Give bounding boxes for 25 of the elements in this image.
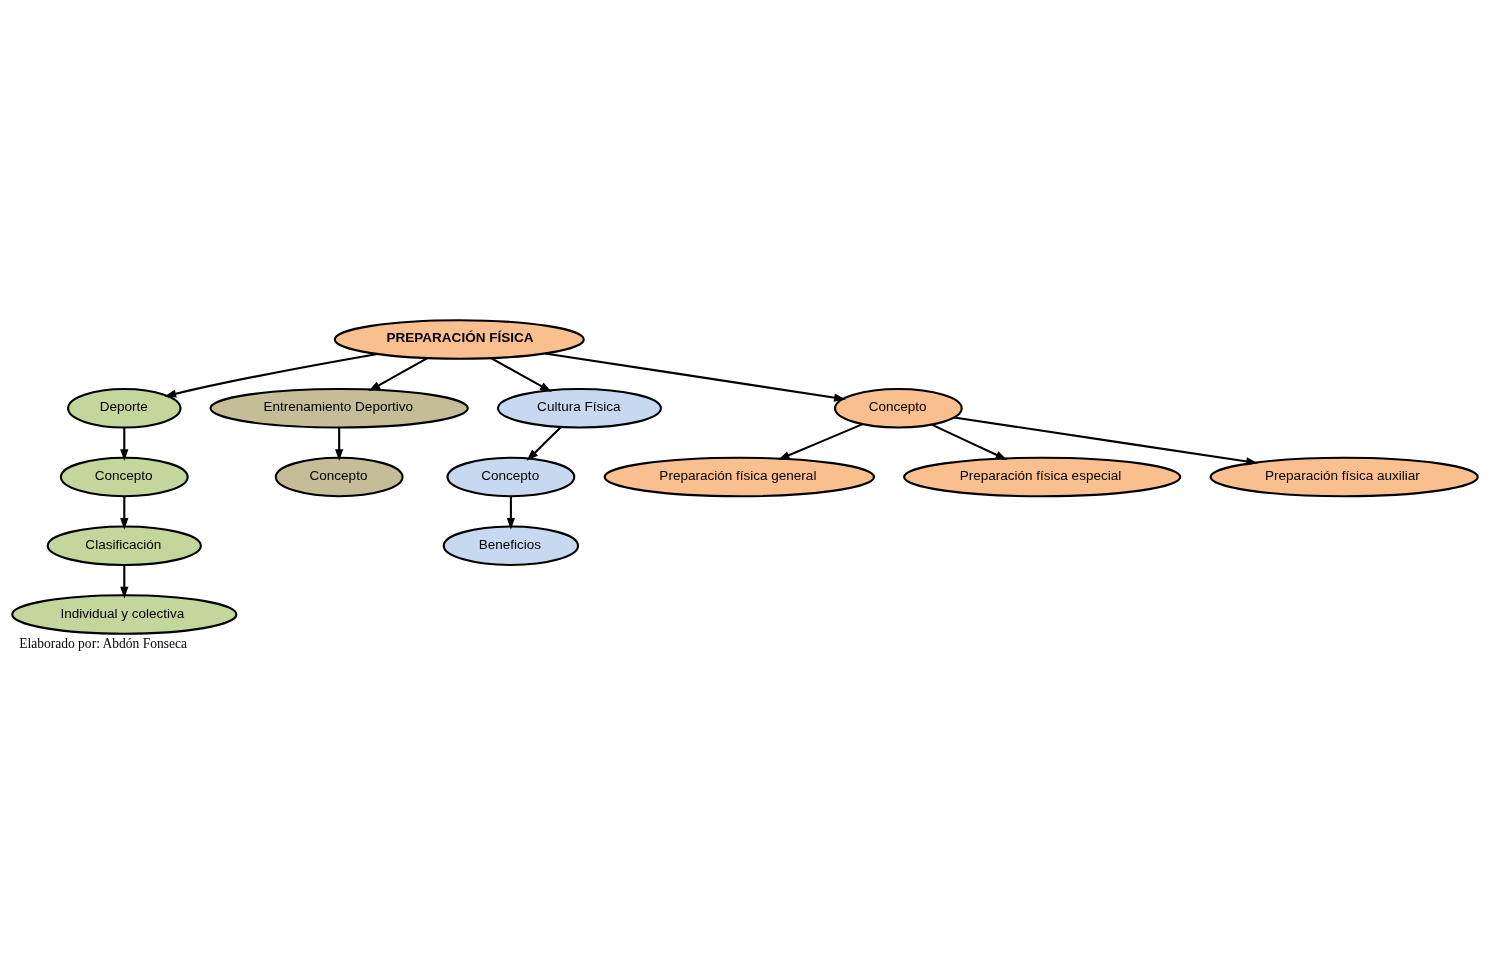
arrow bbox=[490, 357, 552, 392]
arrow bbox=[120, 564, 129, 599]
arrow bbox=[120, 427, 129, 462]
node-ellipse: Entrenamiento Deportivo bbox=[209, 387, 469, 429]
node-ellipse: Preparación física general bbox=[603, 456, 876, 498]
node-ellipse: Cultura Física bbox=[496, 387, 662, 429]
arrow bbox=[164, 352, 378, 398]
arrow bbox=[544, 352, 846, 402]
node-ellipse: Individual y colectiva bbox=[11, 594, 238, 635]
node-ellipse: Concepto bbox=[59, 456, 189, 498]
node-ellipse: PREPARACIÓN FÍSICA bbox=[333, 319, 585, 360]
node-ellipse: Concepto bbox=[446, 456, 576, 498]
arrow bbox=[506, 496, 516, 530]
arrow bbox=[368, 357, 428, 392]
arrow bbox=[954, 416, 1258, 466]
arrow bbox=[526, 426, 562, 461]
node-ellipse: Clasificación bbox=[46, 525, 202, 567]
node-ellipse: Beneficios bbox=[442, 525, 580, 567]
arrow bbox=[335, 427, 344, 462]
node-ellipse: Preparación física especial bbox=[903, 456, 1182, 498]
node-ellipse: Concepto bbox=[274, 456, 404, 498]
arrow bbox=[777, 423, 864, 460]
arrow bbox=[931, 423, 1008, 460]
arrow bbox=[120, 496, 129, 530]
caption: Elaborado por: Abdón Fonseca bbox=[19, 635, 187, 651]
